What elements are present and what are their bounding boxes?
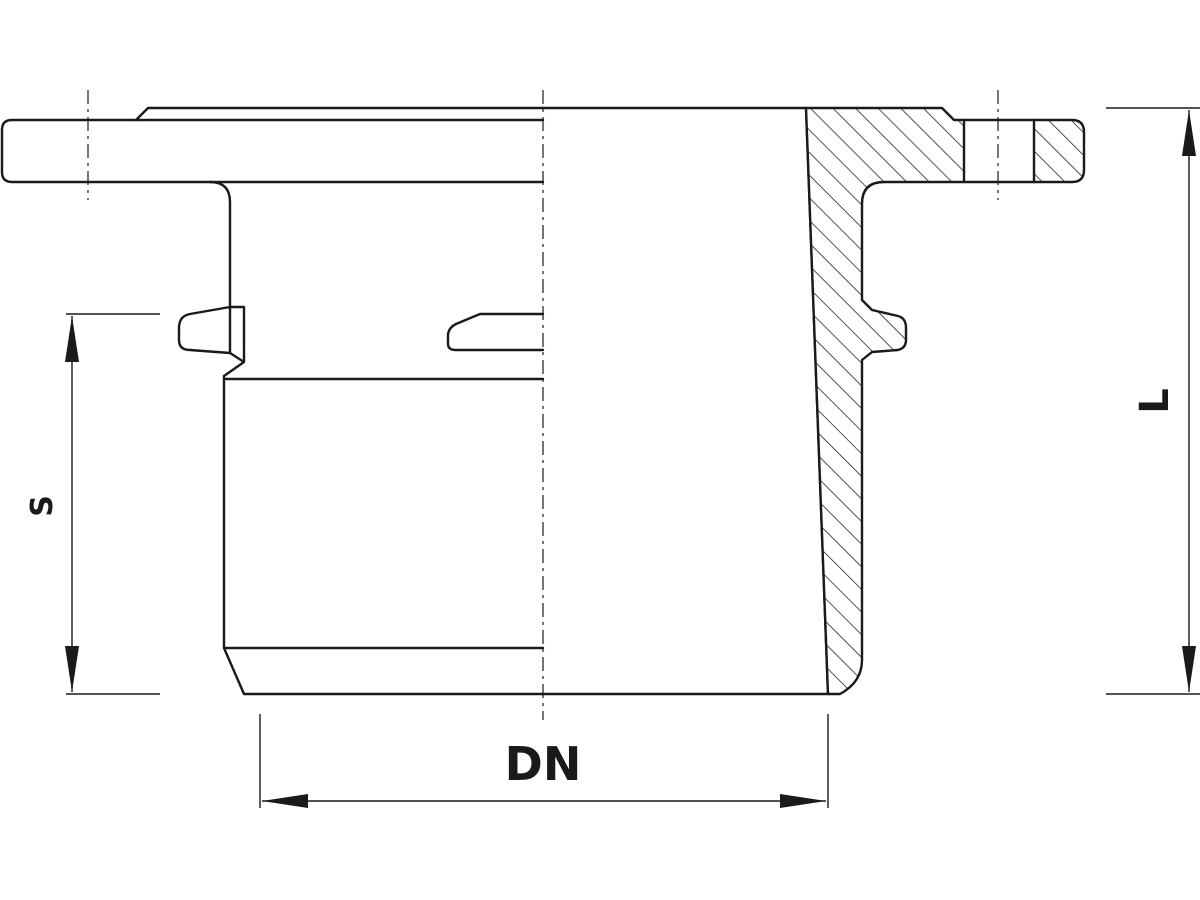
dimension-dn: DN bbox=[259, 714, 829, 808]
inner-rib bbox=[446, 312, 545, 352]
dn-arrow-left bbox=[262, 794, 308, 808]
l-arrow-bottom bbox=[1182, 646, 1196, 692]
dn-arrow-right bbox=[780, 794, 826, 808]
l-arrow-top bbox=[1182, 110, 1196, 156]
flange-top-bevel bbox=[134, 106, 545, 122]
s-arrow-top bbox=[65, 316, 79, 362]
section-view-half bbox=[541, 90, 1086, 696]
bolt-hole bbox=[962, 118, 1036, 184]
dimension-l: L bbox=[1106, 107, 1200, 695]
hub-neck bbox=[208, 180, 545, 696]
s-arrow-bottom bbox=[65, 646, 79, 692]
l-label: L bbox=[1132, 388, 1178, 414]
side-rib bbox=[177, 305, 246, 378]
dn-label: DN bbox=[505, 737, 582, 791]
external-view-half bbox=[0, 90, 545, 696]
bore-outline bbox=[541, 106, 830, 696]
wall-section-hatch bbox=[804, 106, 966, 696]
dimension-s: S bbox=[25, 313, 160, 695]
s-label: S bbox=[25, 495, 60, 517]
flange-tip-hatch bbox=[1032, 118, 1086, 184]
flange-plate bbox=[0, 118, 545, 184]
